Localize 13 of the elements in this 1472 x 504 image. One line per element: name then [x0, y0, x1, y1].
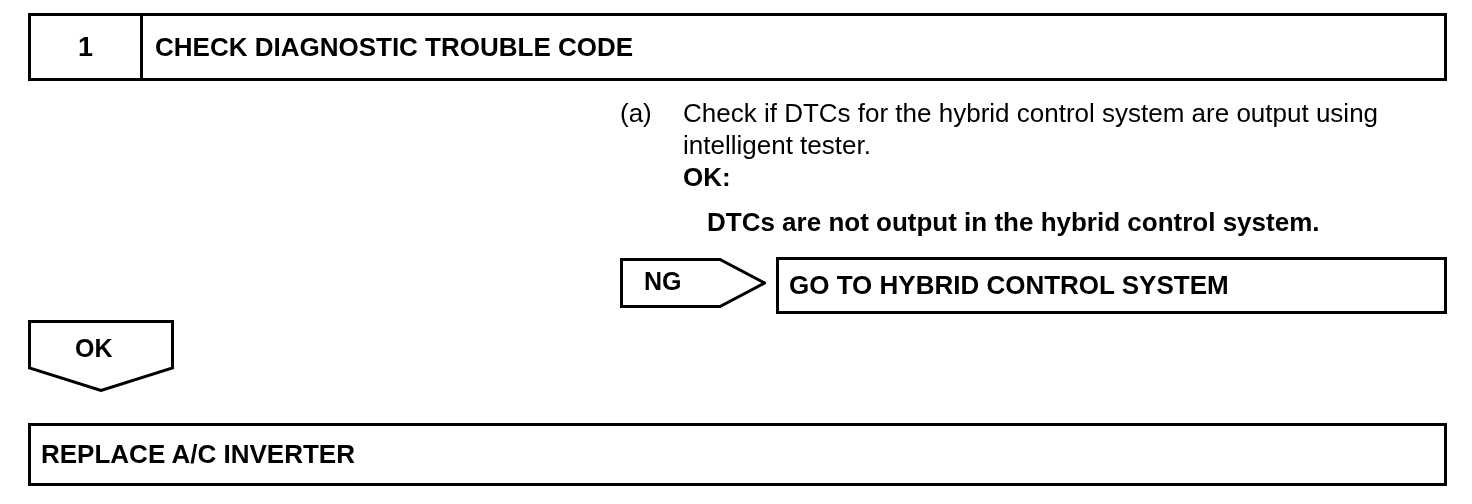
- box-title: CHECK DIAGNOSTIC TROUBLE CODE: [154, 31, 634, 63]
- action-box: [28, 423, 1447, 486]
- instruction-text: Check if DTCs for the hybrid control system are output using intelligent tester.: [683, 97, 1380, 161]
- box-title: REPLACE A/C INVERTER: [40, 439, 355, 470]
- result-text: DTCs are not output in the hybrid control system.: [707, 206, 1321, 238]
- result-text: OK:: [683, 161, 732, 193]
- branch-label: NG: [644, 267, 682, 296]
- step-number: 1: [31, 16, 143, 78]
- step-header-box: [28, 13, 1447, 81]
- step-letter: (a): [620, 97, 653, 129]
- action-box: [776, 257, 1447, 314]
- branch-label: OK: [75, 334, 113, 363]
- box-title: GO TO HYBRID CONTROL SYSTEM: [788, 270, 1229, 301]
